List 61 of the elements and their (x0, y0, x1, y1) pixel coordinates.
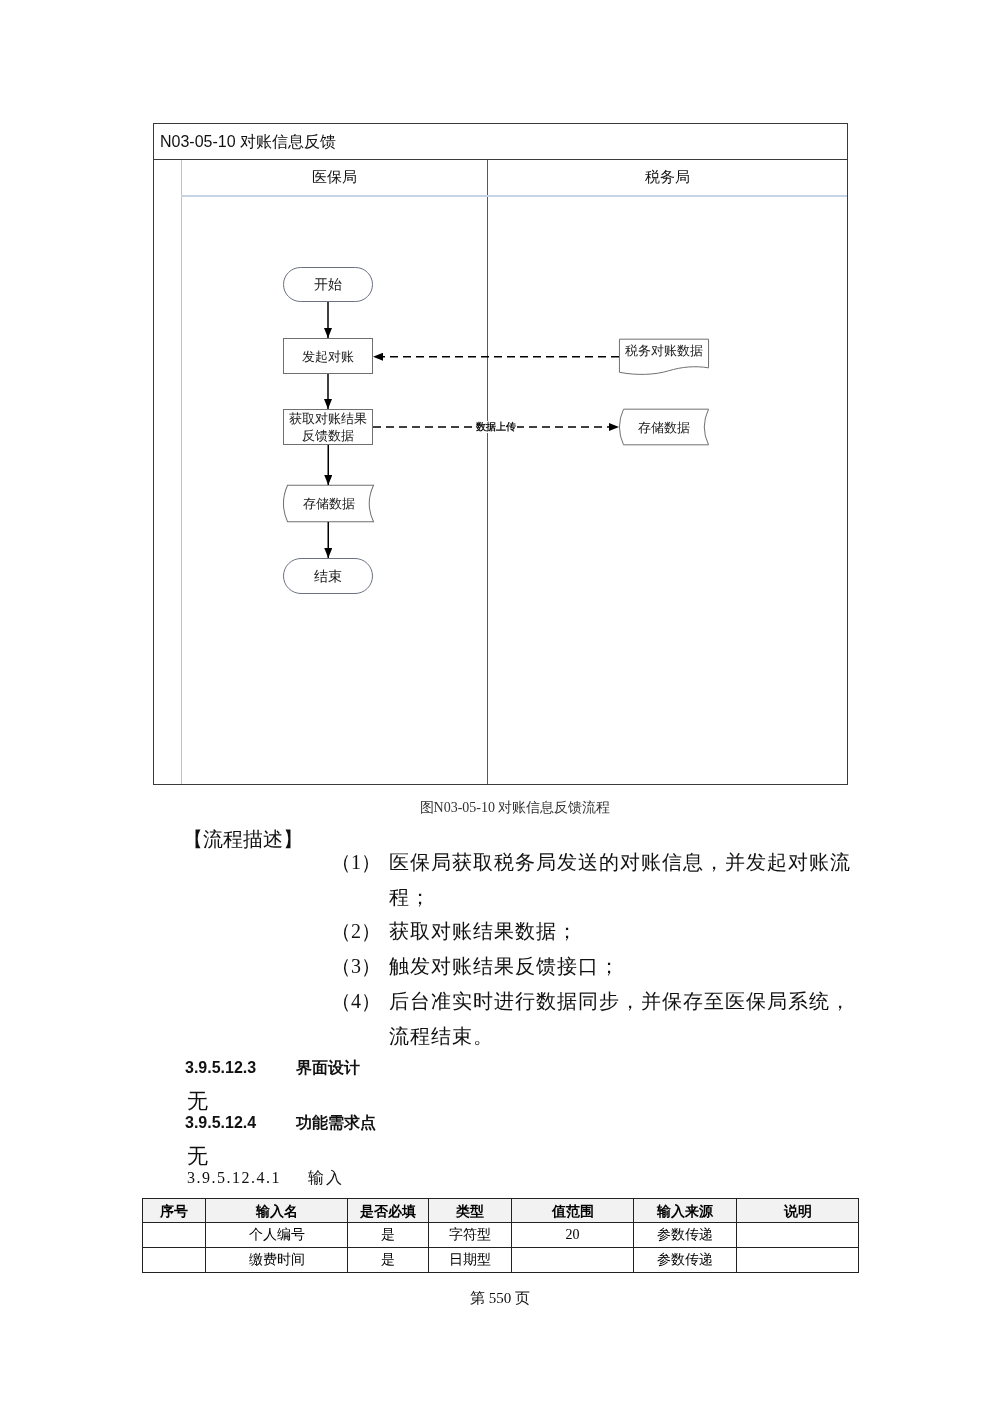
document-shape (619, 339, 709, 376)
table-header-cell: 类型 (428, 1198, 512, 1223)
table-cell: 是 (347, 1222, 429, 1248)
arrow (324, 444, 333, 486)
edge-label: 数据上传 (475, 421, 517, 433)
subheading-text: 输入 (308, 1168, 343, 1188)
table-cell: 日期型 (428, 1247, 512, 1273)
node-text: 获取对账结果反馈数据 (288, 410, 368, 444)
arrow (324, 521, 333, 559)
terminator-shape (283, 558, 373, 594)
table-header-cell: 输入来源 (633, 1198, 737, 1223)
dashed-arrow (372, 352, 620, 361)
table-cell: 参数传递 (633, 1222, 737, 1248)
table-cell: 20 (511, 1222, 634, 1248)
list-number: （3） (331, 954, 381, 979)
table-header-cell: 序号 (142, 1198, 206, 1223)
swimlane (487, 160, 847, 784)
page-number: 第 550 页 (470, 1289, 530, 1308)
node-text: 存储数据 (638, 418, 690, 436)
lane-header: 税务局 (487, 160, 847, 197)
heading-text: 功能需求点 (296, 1113, 376, 1133)
swimlane-pool (153, 123, 848, 785)
list-number: （4） (331, 989, 381, 1014)
figure-caption: 图N03-05-10 对账信息反馈流程 (419, 799, 611, 817)
table-cell: 是 (347, 1247, 429, 1273)
terminator-shape (283, 267, 373, 302)
list-item-text: 后台准实时进行数据同步，并保存至医保局系统，流程结束。 (389, 989, 852, 1049)
table-header-cell: 说明 (736, 1198, 859, 1223)
list-item-text: 获取对账结果数据； (389, 919, 579, 944)
list-item-text: 医保局获取税务局发送的对账信息，并发起对账流程； (389, 850, 852, 910)
node-text: 结束 (314, 567, 342, 585)
lane-header: 医保局 (181, 160, 487, 197)
process-box (283, 338, 373, 374)
table-header-cell: 值范围 (511, 1198, 634, 1223)
list-item-text: 触发对账结果反馈接口； (389, 954, 621, 979)
section-title: 【流程描述】 (183, 827, 303, 852)
table-header-cell: 是否必填 (347, 1198, 429, 1223)
pool-title: N03-05-10 对账信息反馈 (160, 132, 337, 152)
arrow (324, 301, 332, 339)
subheading-number: 3.9.5.12.4.1 (187, 1168, 281, 1188)
dashed-arrow (372, 423, 620, 431)
body-text: 无 (187, 1089, 208, 1113)
heading-number: 3.9.5.12.4 (185, 1113, 257, 1133)
node-text: 税务对账数据 (625, 342, 703, 359)
swimlane (181, 160, 487, 784)
node-text: 发起对账 (302, 347, 354, 365)
arrow (324, 373, 332, 410)
heading-number: 3.9.5.12.3 (185, 1058, 257, 1078)
stored-data-shape (283, 485, 374, 522)
node-text: 存储数据 (302, 495, 355, 512)
table-cell: 字符型 (428, 1222, 512, 1248)
table-cell: 个人编号 (205, 1222, 348, 1248)
list-number: （2） (331, 919, 381, 944)
stored-data-shape (619, 409, 709, 445)
body-text: 无 (187, 1144, 208, 1168)
table-cell: 缴费时间 (205, 1247, 348, 1273)
table-header-cell: 输入名 (205, 1198, 348, 1223)
node-text: 开始 (314, 276, 342, 293)
table-cell: 参数传递 (633, 1247, 737, 1273)
heading-text: 界面设计 (296, 1058, 360, 1078)
list-number: （1） (331, 850, 381, 875)
